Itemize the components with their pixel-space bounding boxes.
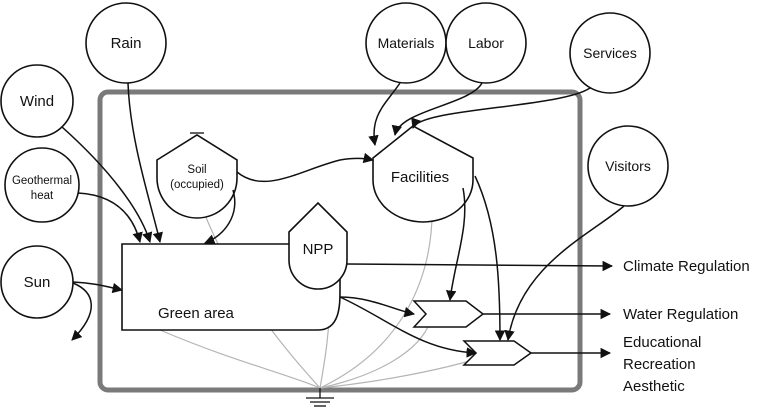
source-wind: Wind	[0, 64, 74, 138]
flow-visitors-to-cultural	[504, 205, 625, 342]
rain-label: Rain	[111, 35, 142, 52]
flow-lines	[61, 82, 625, 359]
source-services: Services	[569, 12, 651, 94]
labor-label: Labor	[468, 35, 504, 51]
system-boundary	[97, 89, 583, 393]
source-materials: Materials	[365, 2, 447, 84]
facilities-label: Facilities	[391, 169, 449, 186]
soil-label-2: (occupied)	[170, 179, 224, 191]
flow-facilities-to-water	[445, 187, 466, 302]
flow-materials	[368, 82, 401, 147]
ground-symbol	[306, 388, 334, 407]
flow-npp-to-climate	[346, 260, 614, 272]
cultural-label-1: Educational	[623, 334, 701, 351]
flow-facilities-to-cultural	[474, 175, 506, 342]
source-sun: Sun	[0, 245, 74, 319]
npp-label: NPP	[303, 241, 334, 258]
cultural-label-2: Recreation	[623, 356, 696, 373]
flow-green-to-water	[339, 296, 416, 318]
flow-labor	[391, 82, 483, 137]
source-geothermal: Geothermal heat	[4, 147, 80, 223]
sun-label: Sun	[24, 274, 51, 291]
flow-soil-to-facilities	[236, 152, 375, 183]
climate-regulation-label: Climate Regulation	[623, 258, 750, 275]
source-rain: Rain	[85, 2, 167, 84]
wind-label: Wind	[20, 93, 54, 110]
water-regulation-label: Water Regulation	[623, 306, 738, 323]
flow-services	[411, 87, 591, 129]
water-interaction-symbol	[412, 300, 485, 328]
soil-shape	[156, 134, 238, 219]
flow-green-to-cultural	[339, 296, 478, 358]
visitors-label: Visitors	[605, 158, 651, 174]
source-labor: Labor	[445, 2, 527, 84]
flow-geothermal	[77, 192, 143, 244]
geothermal-label-2: heat	[31, 190, 54, 202]
facilities-shape	[372, 125, 474, 223]
cultural-label-3: Aesthetic	[623, 378, 685, 395]
flow-rain	[127, 82, 163, 244]
flow-soil-to-green	[204, 189, 236, 245]
soil-label-1: Soil	[187, 164, 206, 176]
geothermal-label-1: Geothermal	[12, 175, 72, 187]
services-label: Services	[583, 45, 637, 61]
flow-wind	[61, 126, 153, 244]
npp-shape	[288, 201, 348, 290]
flow-sun-in	[72, 281, 124, 294]
flow-sun-out	[71, 282, 92, 341]
source-visitors: Visitors	[587, 125, 669, 207]
materials-label: Materials	[378, 35, 435, 51]
green-area-label: Green area	[158, 305, 235, 322]
green-area-producer	[121, 243, 341, 331]
